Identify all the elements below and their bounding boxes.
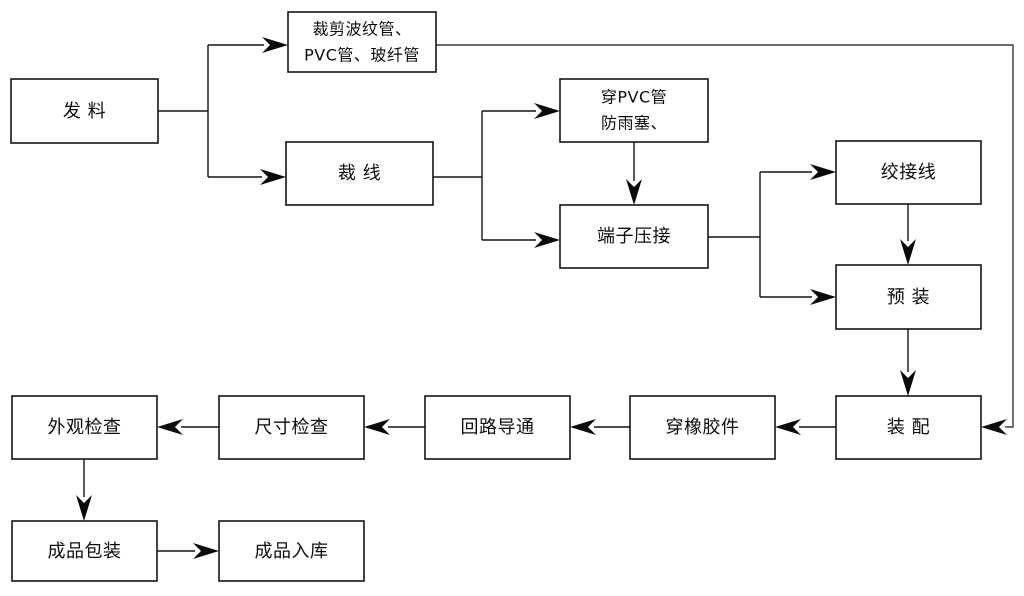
- node-duan-zi-label: 端子压接: [597, 226, 671, 247]
- node-chuan-xiang-jiao-jian[interactable]: 穿橡胶件: [629, 395, 776, 460]
- arrow-head-waiguan: [157, 419, 183, 435]
- node-zhuang-pei-label: 装 配: [887, 417, 930, 438]
- node-fa-liao-label: 发 料: [63, 101, 106, 122]
- node-zhuang-pei[interactable]: 装 配: [835, 395, 982, 460]
- node-layer: 发 料 裁剪波纹管、 PVC管、玻纤管 裁 线 穿PVC管 防雨塞、: [10, 11, 982, 582]
- arrow-head-duanzi-left: [534, 232, 560, 248]
- arrow-head-caixian: [260, 169, 286, 185]
- node-cheng-pin-bao-zhuang-label: 成品包装: [48, 541, 122, 562]
- arrow-head-chuanxiang: [775, 419, 801, 435]
- node-cheng-pin-bao-zhuang[interactable]: 成品包装: [11, 520, 158, 582]
- arrow-head-zhuangpei-right: [981, 419, 1007, 435]
- node-cai-jian-label-line1: 裁剪波纹管、: [312, 20, 411, 39]
- arrow-head-chengbao: [76, 495, 92, 521]
- node-cai-jian-bo-wen-guan[interactable]: 裁剪波纹管、 PVC管、玻纤管: [287, 11, 437, 73]
- connector-layer: [76, 37, 1014, 559]
- node-chi-cun-jian-cha[interactable]: 尺寸检查: [218, 395, 365, 460]
- node-cai-xian[interactable]: 裁 线: [285, 141, 434, 206]
- arrow-head-yuzhuang-top: [900, 239, 916, 265]
- arrow-head-jiaojie: [810, 164, 836, 180]
- node-cheng-pin-ru-ku-label: 成品入库: [255, 541, 329, 562]
- node-jiao-jie-xian[interactable]: 绞接线: [835, 140, 982, 205]
- node-duan-zi-ya-jie[interactable]: 端子压接: [559, 204, 709, 269]
- edge-caijian-to-rail: [436, 44, 1014, 428]
- node-yu-zhuang-label: 预 装: [887, 287, 930, 308]
- node-chi-cun-jian-cha-label: 尺寸检查: [255, 417, 329, 438]
- node-wai-guan-jian-cha-label: 外观检查: [48, 417, 122, 438]
- node-cai-jian-label-line2: PVC管、玻纤管: [304, 46, 420, 65]
- node-hui-lu-dao-tong[interactable]: 回路导通: [424, 395, 571, 460]
- node-cai-xian-label: 裁 线: [338, 163, 381, 184]
- arrow-head-chuanpvc: [534, 103, 560, 119]
- node-yu-zhuang[interactable]: 预 装: [835, 264, 982, 330]
- node-chuan-pvc-guan[interactable]: 穿PVC管 防雨塞、: [559, 78, 709, 143]
- arrow-head-yuzhuang-left: [810, 289, 836, 305]
- node-cheng-pin-ru-ku[interactable]: 成品入库: [218, 520, 365, 582]
- arrow-head-duanzi-top: [626, 179, 642, 205]
- node-chuan-pvc-label-line2: 防雨塞、: [601, 114, 667, 133]
- node-chuan-xiang-jiao-jian-label: 穿橡胶件: [666, 417, 740, 438]
- arrow-head-chengru: [193, 543, 219, 559]
- arrow-head-caijian: [262, 37, 288, 53]
- arrow-head-zhuangpei-top: [900, 370, 916, 396]
- node-chuan-pvc-label-line1: 穿PVC管: [601, 88, 667, 107]
- node-jiao-jie-xian-label: 绞接线: [881, 162, 937, 183]
- node-wai-guan-jian-cha[interactable]: 外观检查: [11, 395, 158, 460]
- node-hui-lu-dao-tong-label: 回路导通: [461, 417, 535, 438]
- node-fa-liao[interactable]: 发 料: [10, 78, 159, 144]
- arrow-head-chicun: [364, 419, 390, 435]
- arrow-head-huilu: [570, 419, 596, 435]
